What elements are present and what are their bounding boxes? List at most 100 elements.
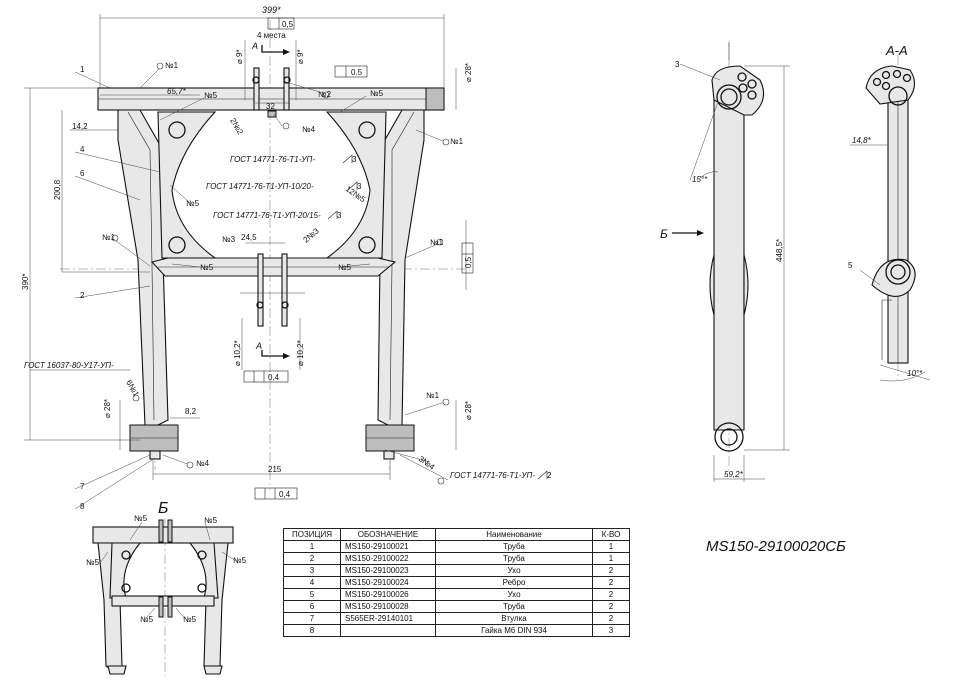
gost-note-2: ГОСТ 14771-76-Т1-УП-10/20-	[206, 182, 314, 191]
view-b-n5-d: №5	[233, 556, 247, 565]
cell-qty: 2	[592, 588, 630, 601]
parts-list-header: ПОЗИЦИЯ ОБОЗНАЧЕНИЕ Наименование К-ВО	[283, 528, 630, 541]
cell-position: 1	[283, 540, 341, 553]
tol-04-bottom: 0,4	[279, 490, 291, 499]
weld-n1-c: №1	[430, 238, 444, 247]
section-title: А-А	[885, 43, 908, 58]
dim-215: 215	[268, 465, 282, 474]
side-arm	[713, 94, 745, 431]
dim-d28-right: ⌀ 28*	[464, 401, 473, 420]
weld-n5-b: №5	[370, 89, 384, 98]
gost-note-5-leg: 2	[547, 471, 552, 480]
drawing-designation: MS150-29100020СБ	[706, 538, 846, 555]
flat-05: 0.5	[351, 68, 363, 77]
cell-position: 3	[283, 564, 341, 577]
side-dim-59-2: 59,2*	[724, 470, 744, 479]
cell-name: Ребро	[435, 576, 593, 589]
dim-d9-left: ⌀ 9*	[235, 49, 244, 64]
gost-note-3: ГОСТ 14771-76-Т1-УП-20/15-	[213, 211, 321, 220]
dim-8-2: 8,2	[185, 407, 197, 416]
view-b-n5-b: №5	[204, 516, 218, 525]
cell-designation: MS150-29100023	[340, 564, 436, 577]
section-a-a: А-А 14,8* 5 10°*	[848, 43, 931, 382]
weld-n5-a: №5	[204, 91, 218, 100]
dim-d10-2-left: ⌀ 10,2*	[233, 340, 242, 366]
dim-390: 390*	[21, 274, 30, 290]
cell-position: 2	[283, 552, 341, 565]
arrow-a-bottom: A	[255, 341, 262, 351]
callout-7: 7	[80, 482, 85, 491]
cell-name: Труба	[435, 540, 593, 553]
view-b-n5-e: №5	[140, 615, 154, 624]
cell-qty: 2	[592, 576, 630, 589]
weld-n5-e: №5	[338, 263, 352, 272]
view-b: Б №5 №5 №5 №5 №5 №5	[86, 500, 247, 676]
side-view-b-label: Б	[660, 227, 668, 241]
arrow-a-top: A	[251, 41, 258, 51]
section-angle-10: 10°*	[907, 369, 923, 378]
cell-qty: 2	[592, 612, 630, 625]
cell-name: Ухо	[435, 588, 593, 601]
dim-d10-2-right: ⌀ 10,2*	[296, 340, 305, 366]
side-angle-15: 15°*	[692, 175, 708, 184]
dim-d28-left: ⌀ 28*	[103, 399, 112, 418]
note-4-places: 4 места	[257, 31, 286, 40]
cell-qty: 2	[592, 564, 630, 577]
cell-qty: 2	[592, 600, 630, 613]
header-name: Наименование	[435, 528, 593, 541]
cell-designation: S565ER-29140101	[340, 612, 436, 625]
weld-n1-a: №1	[165, 61, 179, 70]
weld-n5-c: №5	[186, 199, 200, 208]
dim-32: 32	[266, 102, 275, 111]
dim-65-7: 65,7*	[167, 87, 187, 96]
weld-12n5: 12№5	[344, 184, 368, 204]
weld-n2: №2	[318, 90, 332, 99]
dim-d9-right: ⌀ 9*	[296, 49, 305, 64]
header-designation: ОБОЗНАЧЕНИЕ	[340, 528, 436, 541]
left-leg	[117, 109, 169, 426]
cell-designation	[340, 624, 436, 637]
side-dim-448-5: 448,5*	[775, 239, 784, 262]
cell-name: Труба	[435, 552, 593, 565]
tol-05-right: 0,5	[464, 256, 473, 268]
side-view: 3 15°* Б 448,5* 59,2*	[660, 42, 790, 482]
tol-04-mid: 0,4	[268, 373, 280, 382]
cell-name: Втулка	[435, 612, 593, 625]
cell-position: 8	[283, 624, 341, 637]
cell-qty: 1	[592, 552, 630, 565]
dim-399: 399*	[262, 5, 281, 15]
gost-note-2-leg: 3	[357, 182, 362, 191]
cell-name: Ухо	[435, 564, 593, 577]
header-position: ПОЗИЦИЯ	[283, 528, 341, 541]
cell-designation: MS150-29100028	[340, 600, 436, 613]
gost-note-1-leg: 3	[352, 155, 357, 164]
side-callout-3: 3	[675, 60, 680, 69]
section-callout-5: 5	[848, 261, 853, 270]
cell-qty: 1	[592, 540, 630, 553]
callout-6: 6	[80, 169, 85, 178]
weld-2n3: 2№3	[302, 226, 322, 244]
cell-position: 7	[283, 612, 341, 625]
weld-n1-e: №1	[426, 391, 440, 400]
dim-d28-top: ⌀ 28*	[464, 63, 473, 82]
cell-position: 4	[283, 576, 341, 589]
weld-6n1: 6№1	[124, 379, 141, 399]
cell-designation: MS150-29100022	[340, 552, 436, 565]
dim-24-5: 24,5	[241, 233, 257, 242]
callout-1: 1	[80, 65, 85, 74]
cell-name: Труба	[435, 600, 593, 613]
weld-n1-b: №1	[450, 137, 464, 146]
dim-14-2: 14,2	[72, 122, 88, 131]
weld-n4-top: №4	[302, 125, 316, 134]
view-b-n5-f: №5	[183, 615, 197, 624]
header-qty: К-ВО	[592, 528, 630, 541]
dim-200-8: 200,8	[53, 179, 62, 200]
